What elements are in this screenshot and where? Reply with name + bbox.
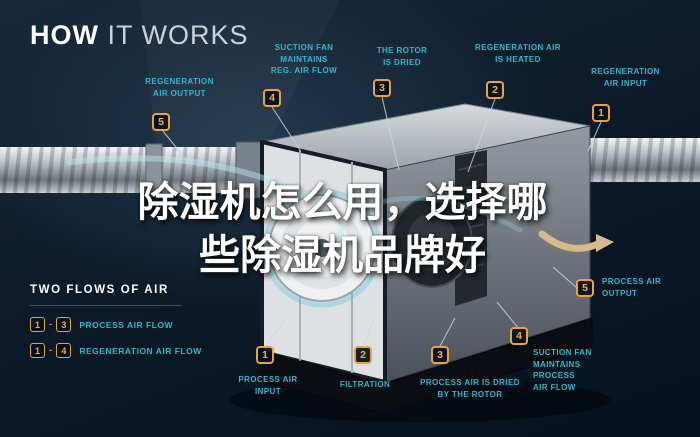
legend-range-dash-2: - [49,345,53,356]
callout-badge-5-reg-output: 5 [152,113,170,131]
callout-label-suction-fan-reg: SUCTION FAN MAINTAINS REG. AIR FLOW [270,43,338,76]
machine-body [257,103,593,415]
overlay-headline-line2: 些除湿机品牌好 [199,231,486,280]
base-plinth [257,317,593,415]
page-title-bold: HOW [30,20,99,50]
callout-label-process-air-dried: PROCESS AIR IS DRIED BY THE ROTOR [420,378,520,399]
legend-two-flows: TWO FLOWS OF AIR 1 - 3 PROCESS AIR FLOW … [30,284,230,358]
leader-lines [162,96,602,348]
callout-label-rotor-dried: THE ROTOR IS DRIED [376,46,428,67]
page-title: HOW IT WORKS [30,20,249,51]
callout-badge-4-suction-reg: 4 [263,89,281,107]
legend-badge-to-3: 3 [56,317,72,332]
legend-label-process-air-flow: PROCESS AIR FLOW [79,319,173,330]
legend-row-process-air: 1 - 3 PROCESS AIR FLOW [30,317,230,332]
callout-label-reg-air-heated: REGENERATION AIR IS HEATED [475,43,561,64]
process-air-arrow-icon [538,230,614,252]
callout-badge-5-process-output: 5 [576,279,594,297]
callout-label-regeneration-air-output: REGENERATION AIR OUTPUT [145,77,214,98]
callout-badge-2-reg-heated: 2 [486,81,504,99]
callout-badge-1-reg-input: 1 [592,104,610,122]
callout-label-process-air-input: PROCESS AIR INPUT [238,375,298,396]
callout-badge-3-process-dried: 3 [431,346,449,364]
overlay-headline-line1: 除湿机怎么用，选择哪 [137,178,548,226]
page-title-light: IT WORKS [107,20,247,50]
legend-badge-from-1: 1 [30,317,45,332]
rotor [262,188,382,308]
callout-label-regeneration-air-input: REGENERATION AIR INPUT [591,67,660,88]
callout-label-filtration: FILTRATION [339,380,391,389]
legend-title: TWO FLOWS OF AIR [30,284,169,296]
callout-badge-3-rotor-dried: 3 [373,79,391,97]
callout-label-process-air-output: PROCESS AIR OUTPUT [602,277,662,298]
legend-range-dash: - [49,319,53,330]
airflow-swoosh-icon [67,155,523,265]
legend-divider [30,305,182,306]
overlay-headline: 除湿机怎么用，选择哪 些除湿机品牌好 [70,176,615,283]
callout-badge-4-suction-process: 4 [510,327,528,345]
legend-badge-from-1b: 1 [30,343,45,358]
callout-label-suction-fan-process: SUCTION FAN MAINTAINS PROCESS AIR FLOW [533,348,592,392]
legend-badge-to-4: 4 [56,343,72,358]
callout-badge-2-filtration: 2 [354,346,372,364]
callout-badge-1-process-input: 1 [256,346,274,364]
legend-label-regeneration-air-flow: REGENERATION AIR FLOW [79,345,202,356]
legend-row-regeneration-air: 1 - 4 REGENERATION AIR FLOW [30,343,230,358]
